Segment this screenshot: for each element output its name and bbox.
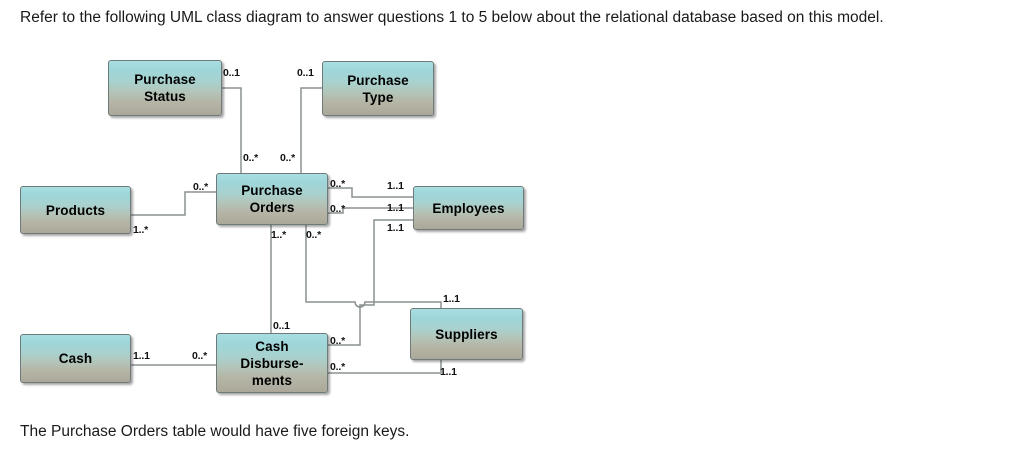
multiplicity-purchase-type-left: 0..1 xyxy=(297,67,314,79)
multiplicity-orders-top-left: 0..* xyxy=(243,152,258,164)
multiplicity-cash-disbursements-right-upper: 0..* xyxy=(330,335,345,347)
multiplicity-orders-top-right: 0..* xyxy=(280,152,295,164)
multiplicity-orders-bottom-right: 0..* xyxy=(306,229,321,241)
line-orders-to-employees-1 xyxy=(327,187,414,198)
multiplicity-cash-disbursements-top: 0..1 xyxy=(273,320,290,332)
class-label-products: Products xyxy=(45,202,106,218)
class-label-suppliers: Suppliers xyxy=(435,326,498,342)
multiplicity-orders-right-upper: 0..* xyxy=(330,178,345,190)
multiplicity-orders-right-lower: 0..* xyxy=(330,203,345,215)
line-products-to-orders xyxy=(130,191,217,216)
line-orders-to-suppliers xyxy=(305,224,442,309)
multiplicity-products-right: 1..* xyxy=(133,224,148,236)
line-type-to-orders xyxy=(300,87,323,174)
multiplicity-employees-left-2: 1..1 xyxy=(387,202,404,214)
class-label-cash: Cash xyxy=(58,351,93,366)
line-status-to-orders xyxy=(221,87,242,174)
multiplicity-employees-left-3: 1..1 xyxy=(387,222,404,234)
multiplicity-orders-left: 0..* xyxy=(193,181,208,193)
line-cashdisb-to-employees xyxy=(327,219,414,346)
class-box-products[interactable]: Products xyxy=(20,186,131,234)
question-prompt: Refer to the following UML class diagram… xyxy=(20,9,884,26)
class-box-suppliers[interactable]: Suppliers xyxy=(410,308,523,360)
multiplicity-suppliers-top: 1..1 xyxy=(443,293,460,305)
class-box-cash[interactable]: Cash xyxy=(20,334,131,383)
class-box-employees[interactable]: Employees xyxy=(413,186,524,230)
multiplicity-cash-disbursements-left: 0..* xyxy=(192,350,207,362)
multiplicity-suppliers-bottom: 1..1 xyxy=(440,366,457,378)
line-orders-to-employees-2 xyxy=(327,207,414,214)
multiplicity-cash-disbursements-right-lower: 0..* xyxy=(330,361,345,373)
multiplicity-employees-left-1: 1..1 xyxy=(387,180,404,192)
line-cashdisb-to-suppliers xyxy=(327,359,442,374)
answer-statement: The Purchase Orders table would have fiv… xyxy=(20,423,410,440)
class-label-employees: Employees xyxy=(432,200,505,216)
multiplicity-cash-right: 1..1 xyxy=(133,350,150,362)
multiplicity-purchase-status-right: 0..1 xyxy=(223,67,240,79)
multiplicity-orders-bottom-left: 1..* xyxy=(271,229,286,241)
association-lines xyxy=(130,87,442,374)
